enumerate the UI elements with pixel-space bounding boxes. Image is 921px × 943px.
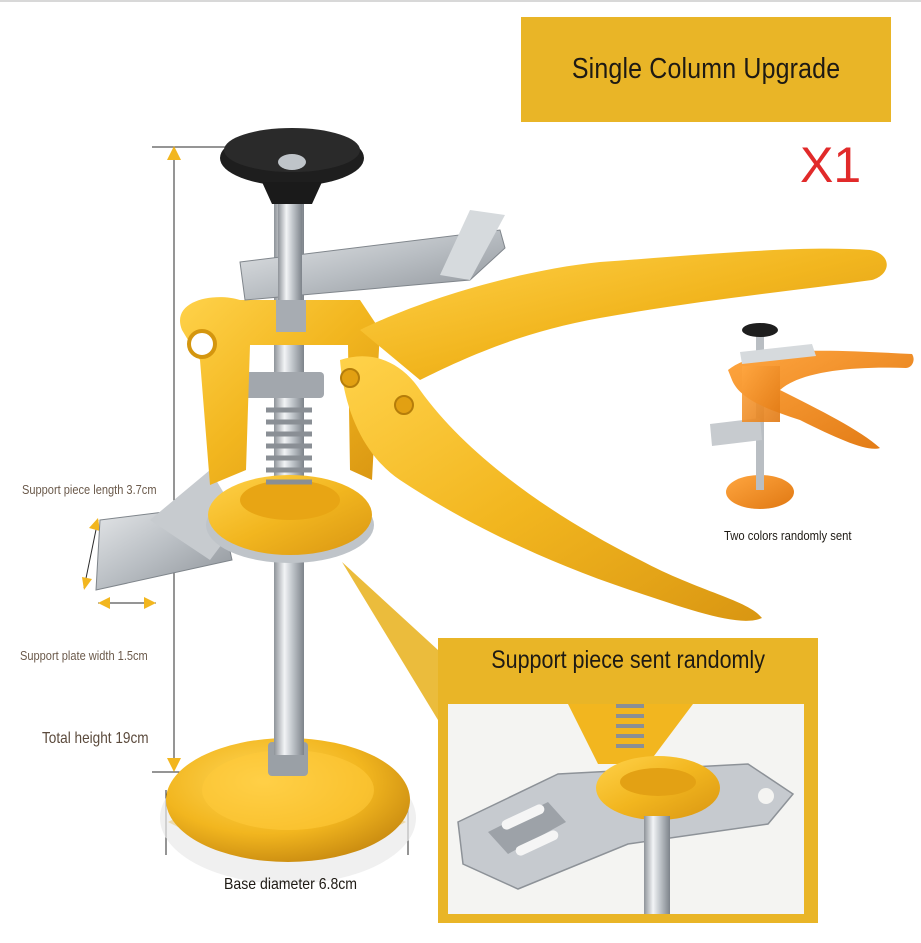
banner-title: Single Column Upgrade — [571, 53, 841, 85]
support-plate-width-label: Support plate width 1.5cm — [20, 648, 148, 663]
support-piece-callout: Support piece sent randomly — [438, 638, 818, 923]
support-piece-photo — [448, 704, 804, 914]
callout-title: Support piece sent randomly — [491, 646, 765, 674]
quantity-label: X1 — [800, 137, 862, 193]
total-height-label: Total height 19cm — [42, 730, 149, 747]
support-piece-length-label: Support piece length 3.7cm — [22, 482, 157, 497]
top-divider — [0, 0, 921, 2]
two-colors-label: Two colors randomly sent — [724, 529, 852, 543]
orange-variant-image — [710, 323, 914, 509]
support-piece-detail — [448, 704, 804, 914]
base-diameter-label: Base diameter 6.8cm — [224, 876, 358, 893]
banner: Single Column Upgrade — [521, 17, 891, 122]
